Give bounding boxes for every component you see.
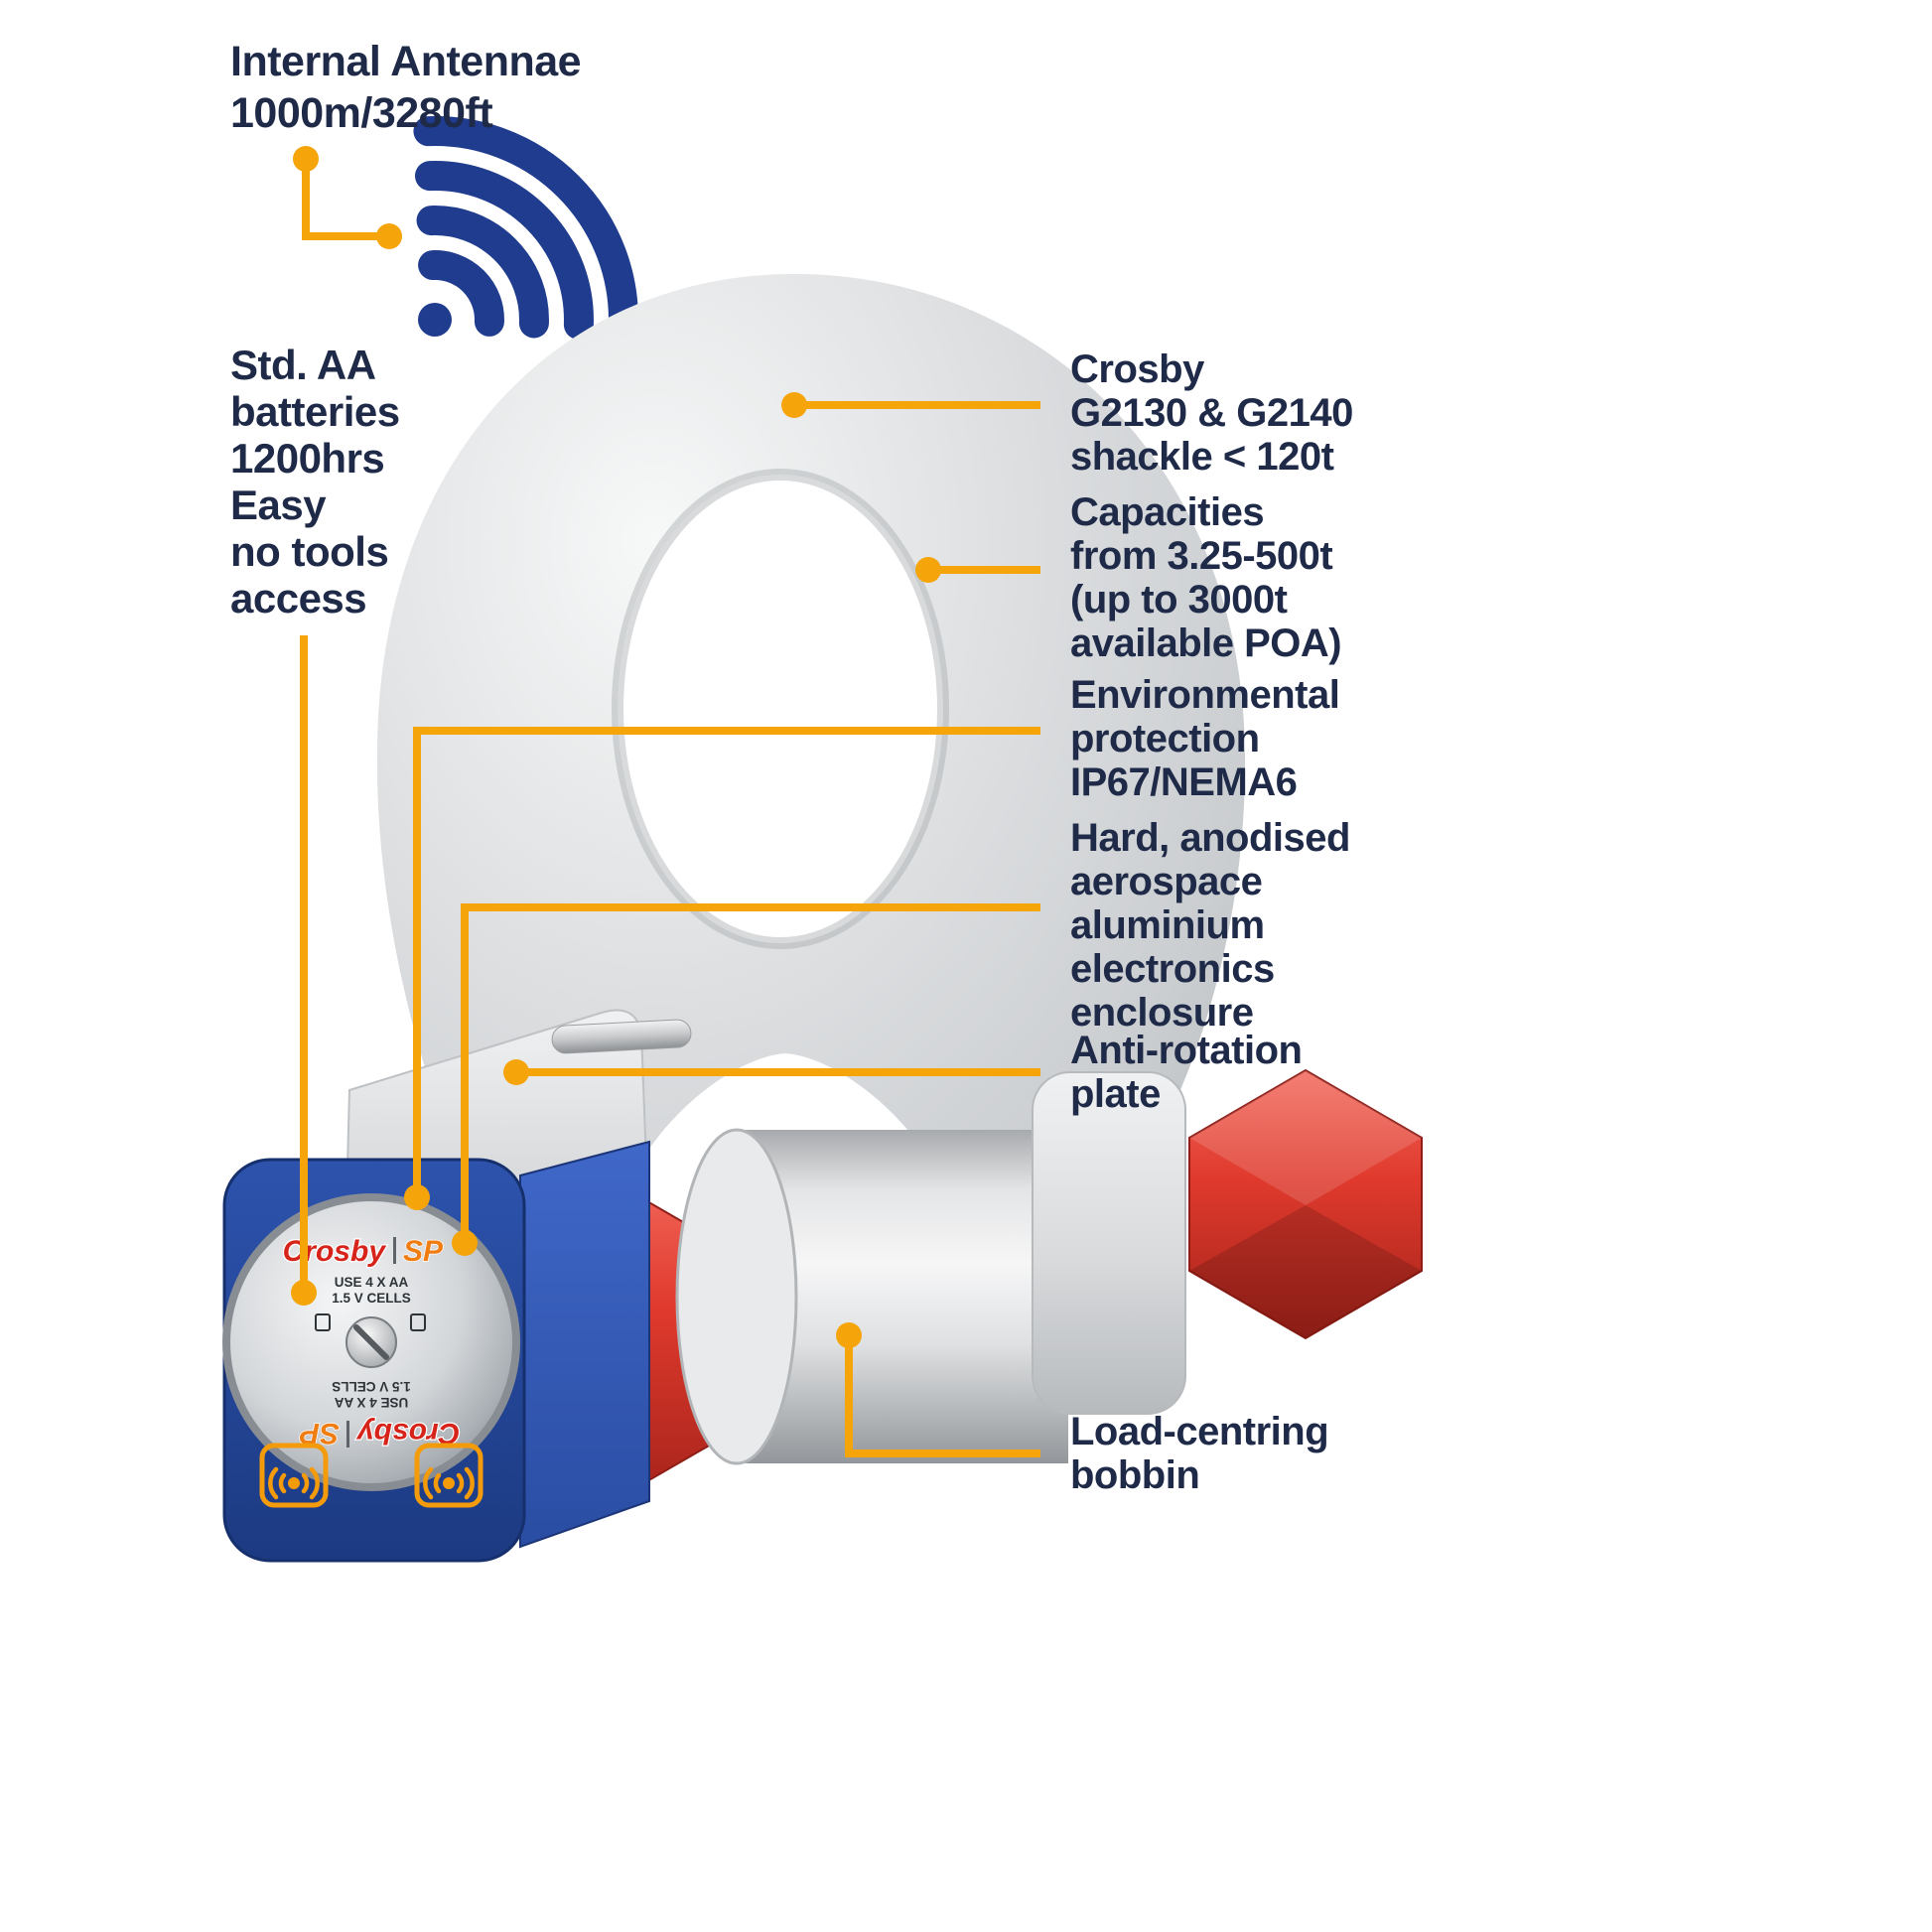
label-line: shackle < 120t	[1070, 435, 1334, 479]
label-line: Easy	[230, 482, 327, 528]
callout-antenna	[293, 146, 402, 249]
label-crosby-shackle: Crosby G2130 & G2140 shackle < 120t	[1070, 347, 1353, 479]
label-line: from 3.25-500t	[1070, 534, 1333, 578]
label-internal-antennae: Internal Antennae 1000m/3280ft	[230, 36, 582, 139]
label-line: batteries	[230, 388, 400, 435]
label-line: Hard, anodised	[1070, 816, 1350, 860]
label-capacities: Capacities from 3.25-500t (up to 3000t a…	[1070, 490, 1342, 665]
battery-instruction-2: 1.5 V CELLS	[332, 1291, 411, 1306]
callout-enclosure	[452, 903, 1040, 1256]
label-line: Environmental	[1070, 673, 1340, 717]
callout-crosby-shackle	[781, 392, 1040, 418]
callout-capacities	[915, 557, 1040, 583]
label-line: (up to 3000t	[1070, 578, 1288, 621]
callout-anti-rotation	[503, 1059, 1040, 1085]
label-environmental: Environmental protection IP67/NEMA6	[1070, 673, 1340, 804]
svg-text:USE 4 X AA: USE 4 X AA	[334, 1395, 408, 1410]
svg-text:1.5 V CELLS: 1.5 V CELLS	[332, 1379, 411, 1394]
right-hex-nut	[1188, 1068, 1423, 1340]
callout-lines	[291, 146, 1040, 1457]
label-load-bobbin: Load-centring bobbin	[1070, 1410, 1329, 1497]
cert-icon-right	[410, 1313, 426, 1331]
bow-eye-rim	[612, 469, 949, 949]
wireless-badge-right	[414, 1443, 483, 1508]
cert-icon-left	[315, 1313, 331, 1331]
label-line: enclosure	[1070, 991, 1254, 1035]
svg-text:SP: SP	[299, 1417, 340, 1449]
shackle-right-ear	[1032, 1071, 1186, 1415]
label-line: available POA)	[1070, 621, 1342, 665]
enclosure-side-face	[519, 1140, 650, 1549]
brand-sp: SP	[403, 1235, 444, 1268]
callout-environmental	[404, 727, 1040, 1210]
label-line: bobbin	[1070, 1453, 1200, 1497]
label-line: protection	[1070, 717, 1260, 760]
load-centring-bobbin	[675, 1128, 1068, 1465]
label-line: aluminium	[1070, 903, 1265, 947]
battery-plate-screw	[345, 1316, 397, 1368]
wireless-badge-left	[259, 1443, 329, 1508]
label-line: access	[230, 575, 367, 621]
label-line: Capacities	[1070, 490, 1265, 534]
label-line: Internal Antennae	[230, 38, 582, 85]
plate-branding-rotated: Crosby SP USE 4 X AA 1.5 V CELLS	[298, 1379, 461, 1450]
label-anti-rotation-plate: Anti-rotation plate	[1070, 1029, 1303, 1116]
wifi-signal-icon	[413, 116, 638, 342]
callout-batteries	[291, 635, 317, 1306]
label-line: aerospace	[1070, 860, 1263, 903]
label-line: Crosby	[1070, 347, 1204, 391]
label-line: 1000m/3280ft	[230, 89, 493, 137]
brand-crosby: Crosby	[283, 1235, 387, 1268]
plate-locating-pin	[551, 1019, 692, 1054]
label-line: G2130 & G2140	[1070, 391, 1353, 435]
label-enclosure: Hard, anodised aerospace aluminium elect…	[1070, 816, 1350, 1035]
label-batteries: Std. AA batteries 1200hrs Easy no tools …	[230, 342, 400, 621]
label-line: Anti-rotation	[1070, 1029, 1303, 1072]
label-line: plate	[1070, 1072, 1161, 1116]
label-line: electronics	[1070, 947, 1275, 991]
plate-branding-upright: Crosby SP USE 4 X AA 1.5 V CELLS CE	[281, 1234, 444, 1332]
electronics-enclosure: Crosby SP USE 4 X AA 1.5 V CELLS CE Cros…	[222, 1140, 650, 1563]
callout-bobbin	[836, 1322, 1040, 1457]
label-line: no tools	[230, 528, 389, 575]
battery-instruction-1: USE 4 X AA	[335, 1275, 409, 1290]
label-line: Load-centring	[1070, 1410, 1329, 1453]
label-line: Std. AA	[230, 342, 376, 388]
label-line: IP67/NEMA6	[1070, 760, 1298, 804]
label-line: 1200hrs	[230, 435, 385, 482]
